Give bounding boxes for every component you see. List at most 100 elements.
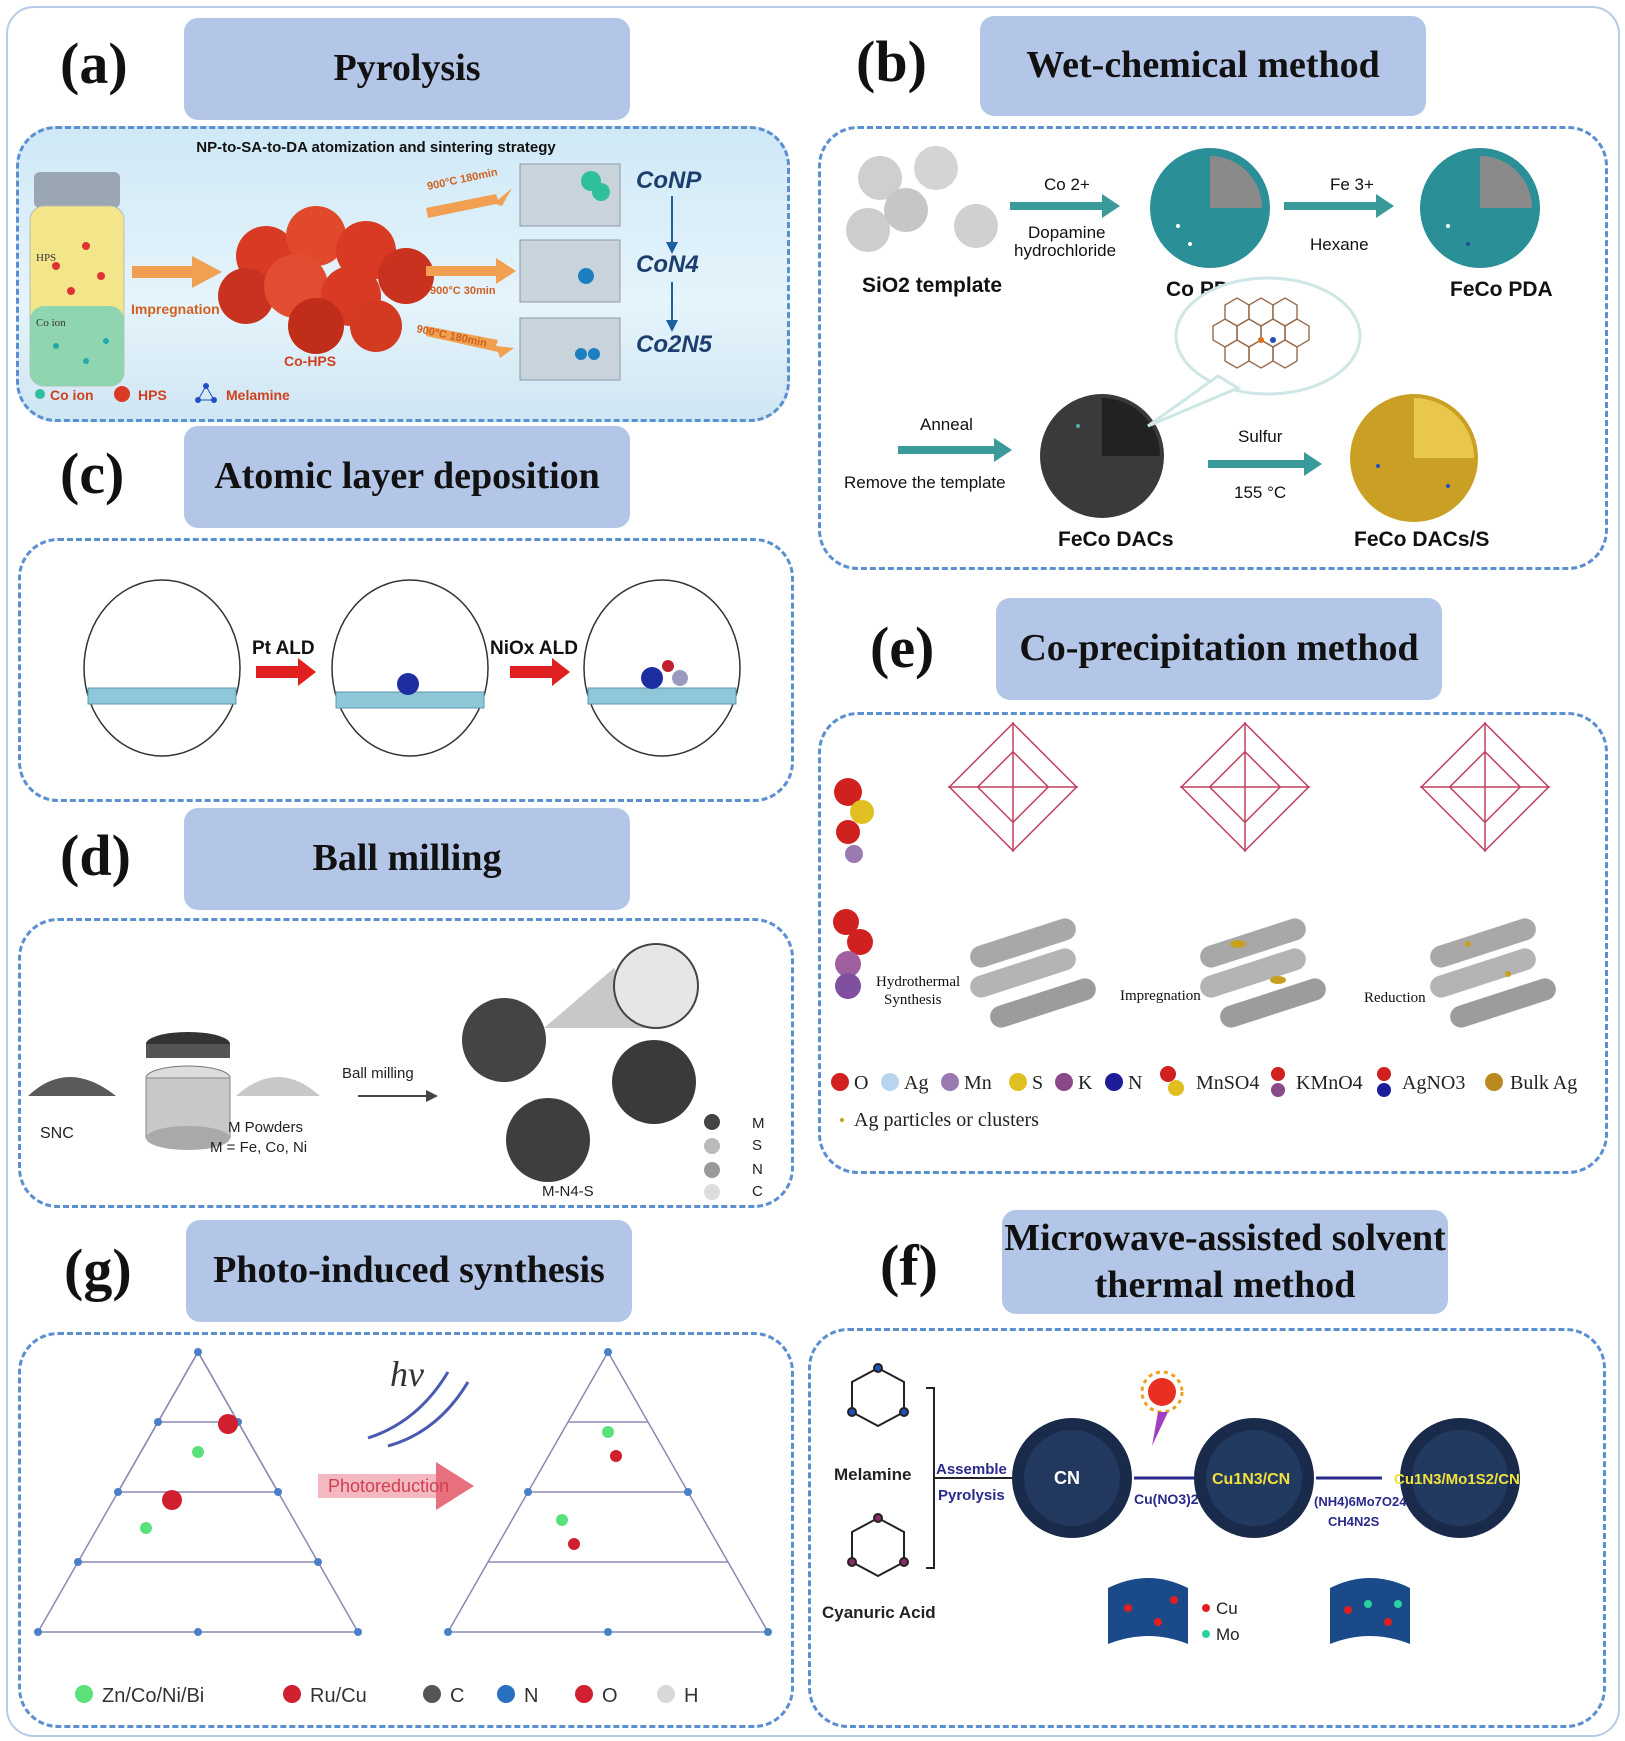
ball-milling-arrow bbox=[358, 1090, 438, 1102]
panel-e-box bbox=[818, 712, 1608, 1174]
rods-1 bbox=[970, 918, 1096, 1028]
legend-agno3-icon bbox=[1377, 1067, 1391, 1097]
light-arrows bbox=[367, 1371, 470, 1448]
svg-text:Hydrothermal: Hydrothermal bbox=[876, 974, 960, 990]
panel-g-letter: (g) bbox=[64, 1237, 132, 1302]
milling-jar bbox=[145, 1032, 231, 1150]
vial-icon bbox=[29, 172, 125, 387]
bracket bbox=[926, 1387, 1012, 1569]
final-sphere bbox=[1400, 1418, 1520, 1538]
svg-text:O: O bbox=[854, 1072, 868, 1094]
svg-text:Co2N5: Co2N5 bbox=[636, 331, 713, 358]
down-arrows bbox=[666, 196, 678, 332]
circle-3 bbox=[583, 579, 741, 757]
svg-text:Sulfur: Sulfur bbox=[1238, 427, 1283, 446]
svg-text:O: O bbox=[602, 1685, 618, 1707]
svg-text:N: N bbox=[524, 1685, 538, 1707]
svg-text:Impregnation: Impregnation bbox=[1120, 988, 1201, 1004]
hps-dot bbox=[114, 386, 130, 402]
svg-text:Cu(NO3)2: Cu(NO3)2 bbox=[1134, 1491, 1199, 1507]
svg-text:Pyrolysis: Pyrolysis bbox=[938, 1487, 1005, 1504]
svg-text:S: S bbox=[1032, 1072, 1043, 1094]
svg-text:SNC: SNC bbox=[40, 1125, 74, 1142]
legend-n-dot bbox=[497, 1685, 515, 1703]
svg-text:Cu1N3/Mo1S2/CN: Cu1N3/Mo1S2/CN bbox=[1394, 1471, 1520, 1488]
panel-a-diagram: NP-to-SA-to-DA atomization and sintering… bbox=[29, 139, 713, 403]
svg-text:Melamine: Melamine bbox=[226, 387, 290, 403]
co-hps-cluster bbox=[218, 206, 434, 354]
legend-mo-dot bbox=[1202, 1630, 1210, 1638]
svg-text:Bulk Ag: Bulk Ag bbox=[1510, 1072, 1577, 1094]
svg-text:FeCo DACs/S: FeCo DACs/S bbox=[1354, 528, 1489, 551]
circle-2 bbox=[331, 579, 489, 757]
panel-c-letter: (c) bbox=[60, 441, 125, 506]
panel-g-diagram: hν Photoreduction Zn/Co/Ni/Bi Ru/Cu C N … bbox=[34, 1348, 772, 1707]
svg-text:M-N4-S: M-N4-S bbox=[542, 1183, 594, 1200]
svg-text:H: H bbox=[684, 1685, 698, 1707]
svg-text:Co-HPS: Co-HPS bbox=[284, 353, 336, 369]
svg-text:Pt ALD: Pt ALD bbox=[252, 638, 315, 659]
svg-text:Cu1N3/CN: Cu1N3/CN bbox=[1212, 1471, 1290, 1488]
framework-1 bbox=[948, 722, 1078, 852]
legend-h-dot bbox=[657, 1685, 675, 1703]
legend-c bbox=[704, 1184, 720, 1200]
mnso4-molecule bbox=[834, 778, 874, 863]
panel-a-banner: NP-to-SA-to-DA atomization and sintering… bbox=[196, 139, 556, 156]
cyanuric-structure bbox=[847, 1513, 909, 1578]
kmno4-molecule bbox=[833, 909, 873, 999]
lattice-right bbox=[446, 1350, 770, 1633]
teal-arrow-3 bbox=[898, 438, 1012, 462]
legend-bulk-ag-dot bbox=[1485, 1073, 1503, 1091]
svg-text:HPS: HPS bbox=[138, 387, 167, 403]
svg-text:(NH4)6Mo7O24: (NH4)6Mo7O24 bbox=[1314, 1494, 1407, 1509]
svg-text:Hexane: Hexane bbox=[1310, 235, 1369, 254]
svg-text:Synthesis: Synthesis bbox=[884, 992, 942, 1008]
svg-text:FeCo PDA: FeCo PDA bbox=[1450, 278, 1553, 301]
sun-icon bbox=[1140, 1370, 1184, 1446]
legend-k-dot bbox=[1055, 1073, 1073, 1091]
panel-d-title: Ball milling bbox=[184, 808, 630, 910]
product-spheres bbox=[462, 943, 699, 1182]
svg-text:S: S bbox=[752, 1137, 762, 1154]
panel-d-letter: (d) bbox=[60, 823, 131, 888]
legend-ag-dot bbox=[881, 1073, 899, 1091]
legend-mn-dot bbox=[941, 1073, 959, 1091]
teal-arrow-1 bbox=[1010, 194, 1120, 218]
panel-f-title: Microwave-assisted solvent thermal metho… bbox=[1002, 1210, 1448, 1314]
svg-text:MnSO4: MnSO4 bbox=[1196, 1072, 1259, 1094]
svg-text:K: K bbox=[1078, 1072, 1093, 1094]
svg-text:Zn/Co/Ni/Bi: Zn/Co/Ni/Bi bbox=[102, 1685, 204, 1707]
svg-text:Ag particles or clusters: Ag particles or clusters bbox=[854, 1109, 1039, 1131]
sio2-spheres bbox=[846, 146, 998, 252]
svg-text:NiOx ALD: NiOx ALD bbox=[490, 638, 578, 659]
svg-text:Ball milling: Ball milling bbox=[342, 1065, 414, 1082]
svg-text:900°C 30min: 900°C 30min bbox=[430, 285, 496, 297]
legend-s bbox=[704, 1138, 720, 1154]
panel-f-title-line1: Microwave-assisted solvent bbox=[1004, 1216, 1446, 1259]
panel-b-title: Wet-chemical method bbox=[980, 16, 1426, 116]
svg-text:CN: CN bbox=[1054, 1468, 1080, 1488]
panel-b-box bbox=[818, 126, 1608, 570]
svg-text:FeCo DACs: FeCo DACs bbox=[1058, 528, 1174, 551]
co-ion-dot bbox=[35, 389, 45, 399]
cun3cn-sphere bbox=[1194, 1418, 1314, 1538]
surface-images bbox=[519, 163, 621, 381]
legend-n-dot bbox=[1105, 1073, 1123, 1091]
legend-s-dot bbox=[1009, 1073, 1027, 1091]
panel-b-diagram: SiO2 template Co 2+ Dopamine hydrochlori… bbox=[844, 146, 1553, 551]
svg-text:hydrochloride: hydrochloride bbox=[1014, 241, 1116, 260]
svg-text:N: N bbox=[752, 1161, 763, 1178]
svg-text:Co ion: Co ion bbox=[36, 317, 66, 329]
legend-mnso4-icon bbox=[1160, 1066, 1184, 1096]
svg-text:900°C 180min: 900°C 180min bbox=[426, 166, 499, 193]
legend-o-dot bbox=[831, 1073, 849, 1091]
teal-arrow-4 bbox=[1208, 452, 1322, 476]
legend-kmno4-icon bbox=[1271, 1067, 1285, 1097]
lattice-right-nodes bbox=[444, 1348, 772, 1636]
photoreduction-arrow bbox=[318, 1462, 474, 1510]
outer-frame bbox=[6, 6, 1620, 1737]
panel-f-diagram: Melamine Cyanuric Acid Assemble Pyrolysi… bbox=[822, 1363, 1520, 1644]
teal-arrow-2 bbox=[1284, 194, 1394, 218]
framework-3 bbox=[1420, 722, 1550, 852]
panel-e-diagram: Hydrothermal Synthesis Impregnation Redu… bbox=[831, 722, 1577, 1131]
